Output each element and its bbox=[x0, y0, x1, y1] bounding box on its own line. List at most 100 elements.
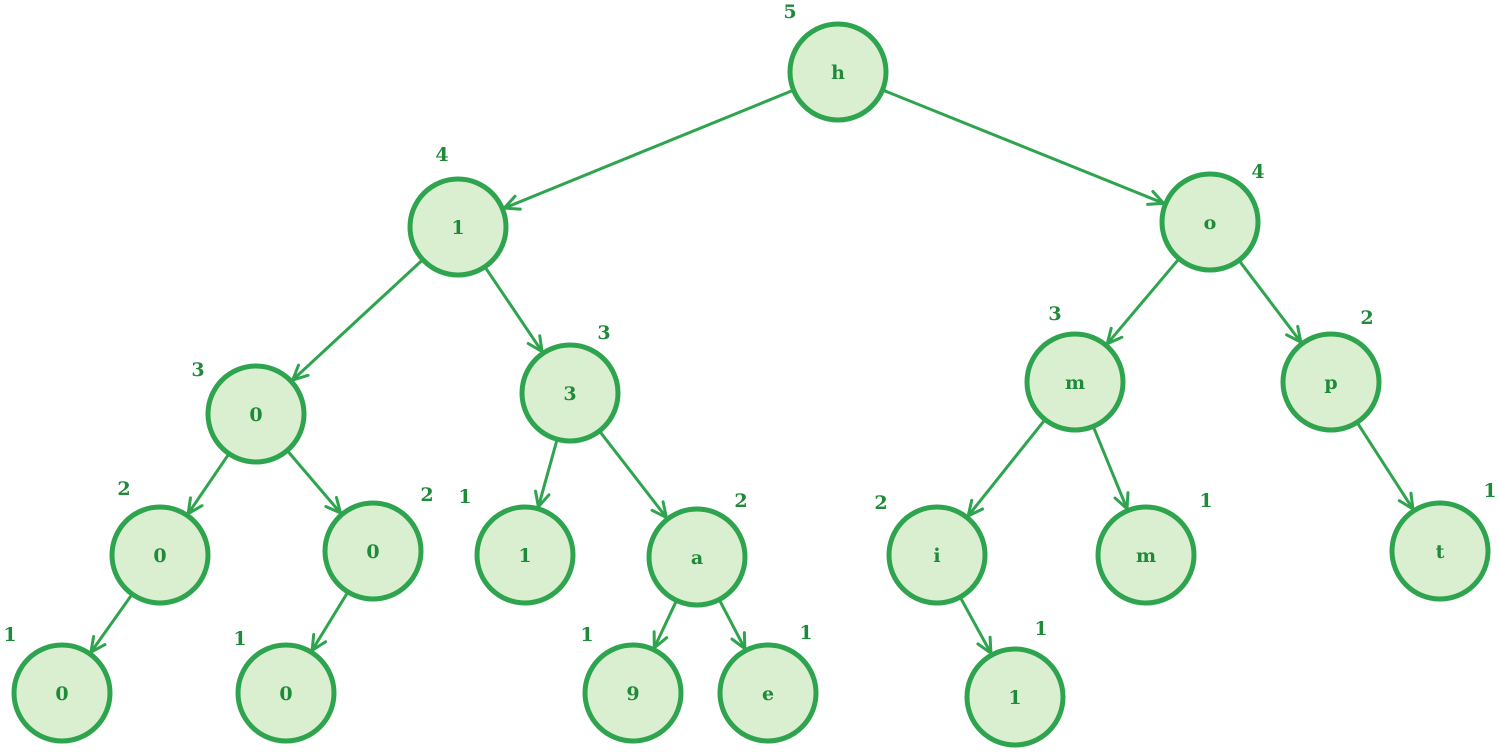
node-height-label: 1 bbox=[458, 486, 471, 508]
node-label: m bbox=[1065, 372, 1085, 394]
tree-edge bbox=[88, 593, 134, 656]
node-height-label: 1 bbox=[799, 622, 812, 644]
edge-line bbox=[310, 591, 350, 652]
tree-node: 03 bbox=[191, 359, 307, 465]
tree-edge bbox=[881, 88, 1167, 206]
node-circle bbox=[717, 642, 819, 744]
node-label: e bbox=[762, 683, 774, 705]
tree-node: 11 bbox=[458, 486, 576, 606]
tree-edge bbox=[483, 265, 544, 355]
node-label: o bbox=[1204, 212, 1217, 234]
tree-node: 01 bbox=[3, 624, 113, 744]
edge-line bbox=[291, 258, 424, 382]
node-circle bbox=[474, 504, 576, 606]
node-label: 1 bbox=[1008, 687, 1021, 709]
node-label: 3 bbox=[563, 383, 576, 405]
node-circle bbox=[205, 363, 307, 465]
edge-line bbox=[1091, 425, 1129, 510]
node-circle bbox=[1159, 171, 1261, 273]
node-height-label: 5 bbox=[783, 1, 796, 23]
tree-edge bbox=[717, 598, 747, 652]
node-height-label: 4 bbox=[1251, 161, 1264, 183]
tree-edge bbox=[1091, 425, 1130, 512]
node-label: 0 bbox=[153, 545, 166, 567]
edge-line bbox=[958, 596, 993, 654]
tree-edge bbox=[1105, 257, 1181, 347]
node-height-label: 1 bbox=[1199, 490, 1212, 512]
node-height-label: 2 bbox=[117, 478, 130, 500]
node-height-label: 2 bbox=[734, 490, 747, 512]
node-circle bbox=[1024, 331, 1126, 433]
tree-edge bbox=[598, 430, 669, 521]
tree-node: i2 bbox=[874, 492, 988, 606]
node-circle bbox=[787, 21, 889, 123]
tree-node: p2 bbox=[1280, 307, 1382, 433]
node-label: 0 bbox=[279, 683, 292, 705]
tree-node: m3 bbox=[1024, 303, 1126, 433]
node-circle bbox=[235, 642, 337, 744]
tree-edge bbox=[501, 88, 795, 211]
edge-line bbox=[717, 598, 747, 650]
tree-node: h5 bbox=[783, 1, 889, 123]
tree-edge bbox=[286, 449, 343, 516]
node-height-label: 1 bbox=[233, 628, 246, 650]
tree-node: a2 bbox=[646, 490, 748, 608]
tree-node: 02 bbox=[322, 484, 434, 602]
node-label: m bbox=[1136, 545, 1156, 567]
node-circle bbox=[519, 342, 621, 444]
tree-edge bbox=[310, 591, 350, 654]
tree-edge bbox=[966, 418, 1047, 519]
node-circle bbox=[109, 504, 211, 606]
edge-line bbox=[1106, 257, 1181, 345]
node-circle bbox=[1280, 331, 1382, 433]
node-height-label: 1 bbox=[1034, 618, 1047, 640]
edge-line bbox=[186, 452, 231, 515]
node-height-label: 2 bbox=[420, 484, 433, 506]
edge-line bbox=[1355, 421, 1415, 510]
node-label: a bbox=[691, 547, 703, 569]
node-height-label: 2 bbox=[1360, 307, 1373, 329]
tree-edge bbox=[1355, 421, 1415, 512]
node-label: 0 bbox=[249, 404, 262, 426]
tree-node: e1 bbox=[717, 622, 819, 744]
edge-line bbox=[89, 593, 134, 654]
tree-node: 11 bbox=[964, 618, 1066, 748]
node-label: h bbox=[831, 62, 845, 84]
node-label: t bbox=[1436, 541, 1445, 563]
tree-node: t1 bbox=[1389, 480, 1497, 602]
edge-line bbox=[967, 418, 1047, 517]
edge-line bbox=[652, 599, 678, 649]
edge-line bbox=[503, 88, 795, 210]
node-height-label: 2 bbox=[874, 492, 887, 514]
node-height-label: 3 bbox=[597, 322, 610, 344]
node-label: 0 bbox=[366, 541, 379, 563]
edge-line bbox=[483, 265, 544, 353]
node-height-label: 1 bbox=[3, 624, 16, 646]
tree-edge bbox=[652, 599, 678, 651]
edge-line bbox=[286, 449, 342, 514]
tree-edge bbox=[958, 596, 993, 657]
tree-node: m1 bbox=[1095, 490, 1213, 606]
node-circle bbox=[1389, 500, 1491, 602]
node-circle bbox=[886, 504, 988, 606]
node-height-label: 3 bbox=[191, 359, 204, 381]
tree-edge bbox=[1237, 259, 1303, 345]
edge-line bbox=[598, 430, 668, 519]
node-height-label: 4 bbox=[435, 144, 448, 166]
tree-node: o4 bbox=[1159, 161, 1265, 273]
edge-line bbox=[881, 88, 1165, 205]
node-circle bbox=[1095, 504, 1197, 606]
tree-edge bbox=[534, 438, 559, 511]
node-height-label: 3 bbox=[1048, 303, 1061, 325]
tree-node: 91 bbox=[580, 624, 684, 744]
node-label: 9 bbox=[626, 683, 639, 705]
node-circle bbox=[964, 646, 1066, 748]
node-label: i bbox=[933, 545, 940, 567]
tree-node: 01 bbox=[233, 628, 337, 744]
tree-node: 14 bbox=[407, 144, 509, 278]
tree-edges bbox=[88, 88, 1415, 657]
node-height-label: 1 bbox=[1483, 480, 1496, 502]
node-label: p bbox=[1324, 372, 1337, 394]
